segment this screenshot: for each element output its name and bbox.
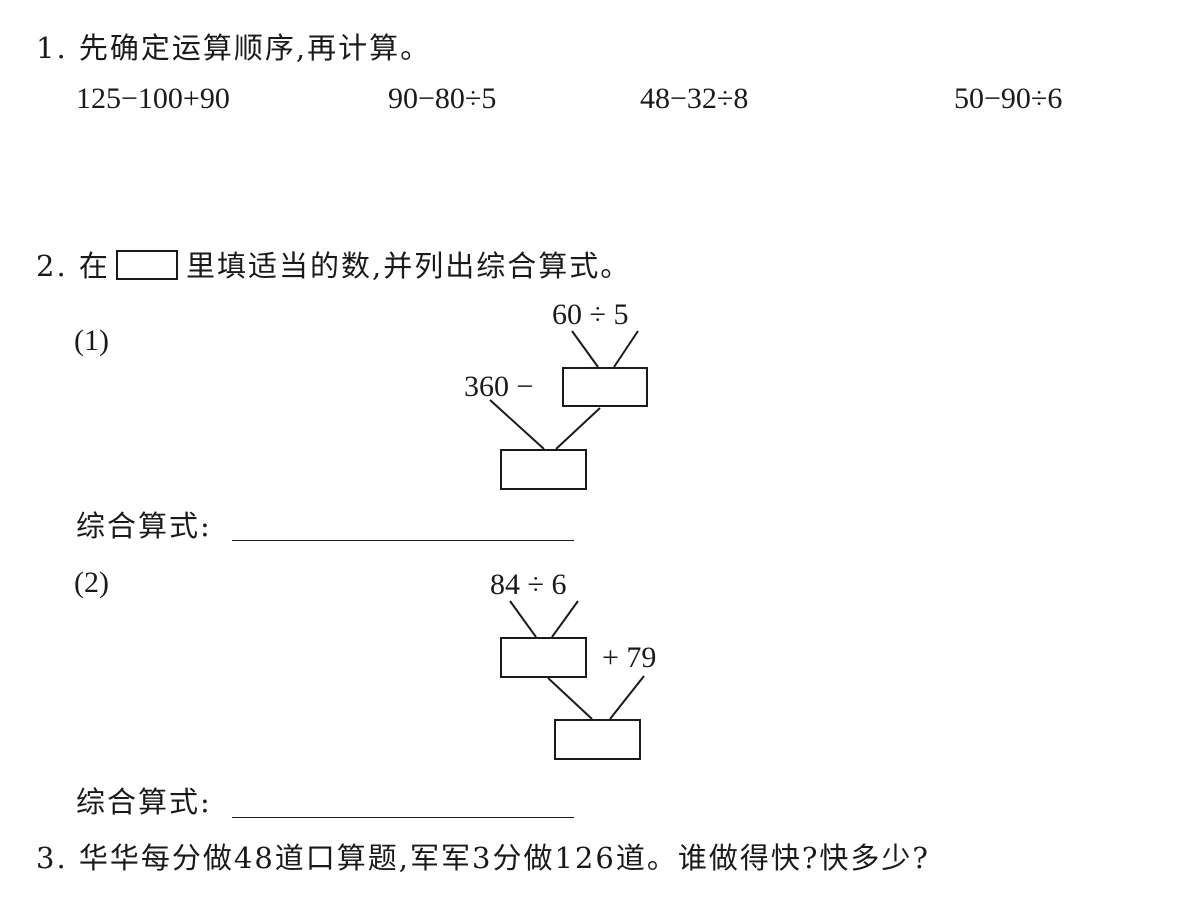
question-3: 3. 华华每分做48道口算题,军军3分做126道。谁做得快?快多少? bbox=[36, 844, 930, 873]
part-2-answer-box-2[interactable] bbox=[554, 719, 641, 760]
part-1-connector-c bbox=[489, 399, 545, 450]
expression-4: 50−90÷6 bbox=[954, 82, 1063, 115]
instruction-box-symbol bbox=[116, 250, 178, 280]
question-2-number: 2. bbox=[36, 249, 68, 283]
part-2-answer-box-1[interactable] bbox=[500, 637, 587, 678]
part-1-answer-box-2[interactable] bbox=[500, 449, 587, 490]
part-2-right-expression: + 79 bbox=[602, 641, 657, 674]
part-2-formula-label: 综合算式: bbox=[76, 785, 212, 819]
part-1-label: (1) bbox=[74, 324, 109, 357]
question-2-text-after: 里填适当的数,并列出综合算式。 bbox=[186, 249, 632, 283]
part-2-label: (2) bbox=[74, 566, 109, 599]
question-2: 2. 在 bbox=[36, 252, 110, 281]
part-2-connector-b bbox=[551, 600, 579, 638]
expression-3: 48−32÷8 bbox=[640, 82, 749, 115]
question-1: 1. 先确定运算顺序,再计算。 bbox=[36, 34, 431, 63]
part-1-left-expression: 360 − bbox=[464, 370, 534, 403]
part-2-top-expression: 84 ÷ 6 bbox=[490, 568, 567, 601]
part-1-formula-label: 综合算式: bbox=[76, 509, 212, 543]
question-2-text-before: 在 bbox=[78, 249, 110, 283]
part-1-answer-box-1[interactable] bbox=[562, 367, 648, 407]
part-2-connector-c bbox=[547, 677, 593, 720]
question-1-number: 1. bbox=[36, 31, 68, 65]
expression-1: 125−100+90 bbox=[76, 82, 230, 115]
question-3-number: 3. bbox=[36, 841, 68, 875]
part-1-formula-answer-line[interactable] bbox=[232, 540, 574, 541]
expression-2: 90−80÷5 bbox=[388, 82, 497, 115]
part-1-connector-a bbox=[571, 330, 599, 368]
part-1-top-expression: 60 ÷ 5 bbox=[552, 298, 629, 331]
part-1-connector-b bbox=[613, 330, 639, 368]
part-2-connector-a bbox=[509, 600, 537, 638]
question-1-text: 先确定运算顺序,再计算。 bbox=[78, 31, 432, 65]
question-3-text: 华华每分做48道口算题,军军3分做126道。谁做得快?快多少? bbox=[78, 841, 930, 875]
part-2-connector-d bbox=[609, 675, 645, 720]
part-2-formula-answer-line[interactable] bbox=[232, 817, 574, 818]
part-1-connector-d bbox=[555, 407, 601, 450]
